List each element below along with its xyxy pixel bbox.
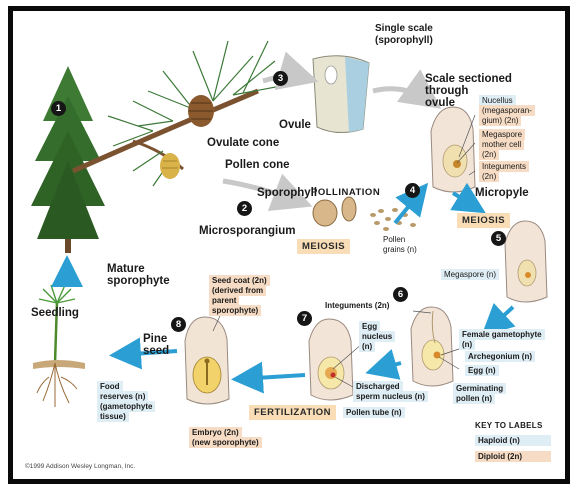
- label-seed-coat-4: sporophyte): [209, 305, 261, 316]
- step-1-badge: 1: [51, 101, 66, 116]
- label-micropyle: Micropyle: [475, 187, 529, 200]
- sporophyll-image: [313, 197, 356, 226]
- step-5-badge: 5: [491, 231, 506, 246]
- key-haploid: Haploid (n): [475, 435, 551, 446]
- diagram-stage: 1 2 3 4 5 6 7 8 Single scale (sporophyll…: [13, 11, 565, 479]
- arrow-to-fertilization: [373, 363, 401, 371]
- label-pollen-grains-2: grains (n): [383, 245, 417, 254]
- step-8-badge: 8: [171, 317, 186, 332]
- label-microsporangium: Microsporangium: [199, 225, 295, 238]
- step-4-badge: 4: [405, 183, 420, 198]
- label-integuments-top: Integuments (2n): [325, 301, 389, 310]
- label-pine-seed-2: seed: [143, 345, 169, 358]
- pine-seed-image: [185, 317, 229, 404]
- seedling-image: [33, 285, 85, 407]
- label-pollination: Pollination: [311, 187, 380, 198]
- label-gium-2n: gium) (2n): [479, 115, 521, 126]
- label-germinating-2: pollen (n): [453, 393, 495, 404]
- arrow-to-female-gametophyte: [487, 307, 513, 331]
- label-egg-nucleus-3: (n): [359, 341, 375, 352]
- label-megaspore: Megaspore (n): [441, 269, 499, 280]
- fertilization-ovule-image: [309, 319, 353, 400]
- diagram-frame: 1 2 3 4 5 6 7 8 Single scale (sporophyll…: [8, 6, 570, 484]
- label-pollen-tube: Pollen tube (n): [343, 407, 405, 418]
- label-pollen-cone: Pollen cone: [225, 159, 290, 172]
- step-7-badge: 7: [297, 311, 312, 326]
- single-scale-image: [313, 56, 369, 133]
- label-archegonium: Archegonium (n): [465, 351, 535, 362]
- label-egg: Egg (n): [465, 365, 499, 376]
- copyright-text: ©1999 Addison Wesley Longman, Inc.: [25, 463, 135, 470]
- key-title: Key to labels: [475, 421, 543, 430]
- key-diploid: Diploid (2n): [475, 451, 551, 462]
- pollen-cone: [160, 153, 180, 179]
- ovulate-cone: [188, 95, 214, 127]
- step-2-badge: 2: [237, 201, 252, 216]
- label-embryo-2: (new sporophyte): [189, 437, 262, 448]
- step-6-badge: 6: [393, 287, 408, 302]
- archegonium-ovule-image: [411, 307, 453, 386]
- megaspore-ovule-image: [505, 221, 547, 302]
- process-fertilization: Fertilization: [249, 405, 336, 420]
- label-single-scale: Single scale: [375, 23, 433, 34]
- label-mother-2n: (2n): [479, 149, 499, 160]
- label-discharged-2: sperm nucleus (n): [353, 391, 428, 402]
- label-female-gametophyte-n: (n): [459, 339, 475, 350]
- arrow-to-seed: [239, 375, 305, 379]
- arrow-scale-to-section: [373, 89, 433, 103]
- label-integuments-2n: (2n): [479, 171, 499, 182]
- label-mature-2: sporophyte: [107, 275, 170, 288]
- process-meiosis-right: Meiosis: [457, 213, 510, 228]
- label-pollen-grains: Pollen: [383, 235, 405, 244]
- label-food-reserves-4: tissue): [97, 411, 129, 422]
- label-seedling: Seedling: [31, 307, 79, 320]
- label-ovule-word: ovule: [425, 97, 455, 110]
- process-meiosis-left: Meiosis: [297, 239, 350, 254]
- label-single-scale-sub: (sporophyll): [375, 35, 433, 46]
- label-sporophyll: Sporophyll: [257, 187, 317, 200]
- step-3-badge: 3: [273, 71, 288, 86]
- label-ovule: Ovule: [279, 119, 311, 132]
- label-ovulate-cone: Ovulate cone: [207, 137, 279, 150]
- ovule-section-image: [431, 107, 475, 192]
